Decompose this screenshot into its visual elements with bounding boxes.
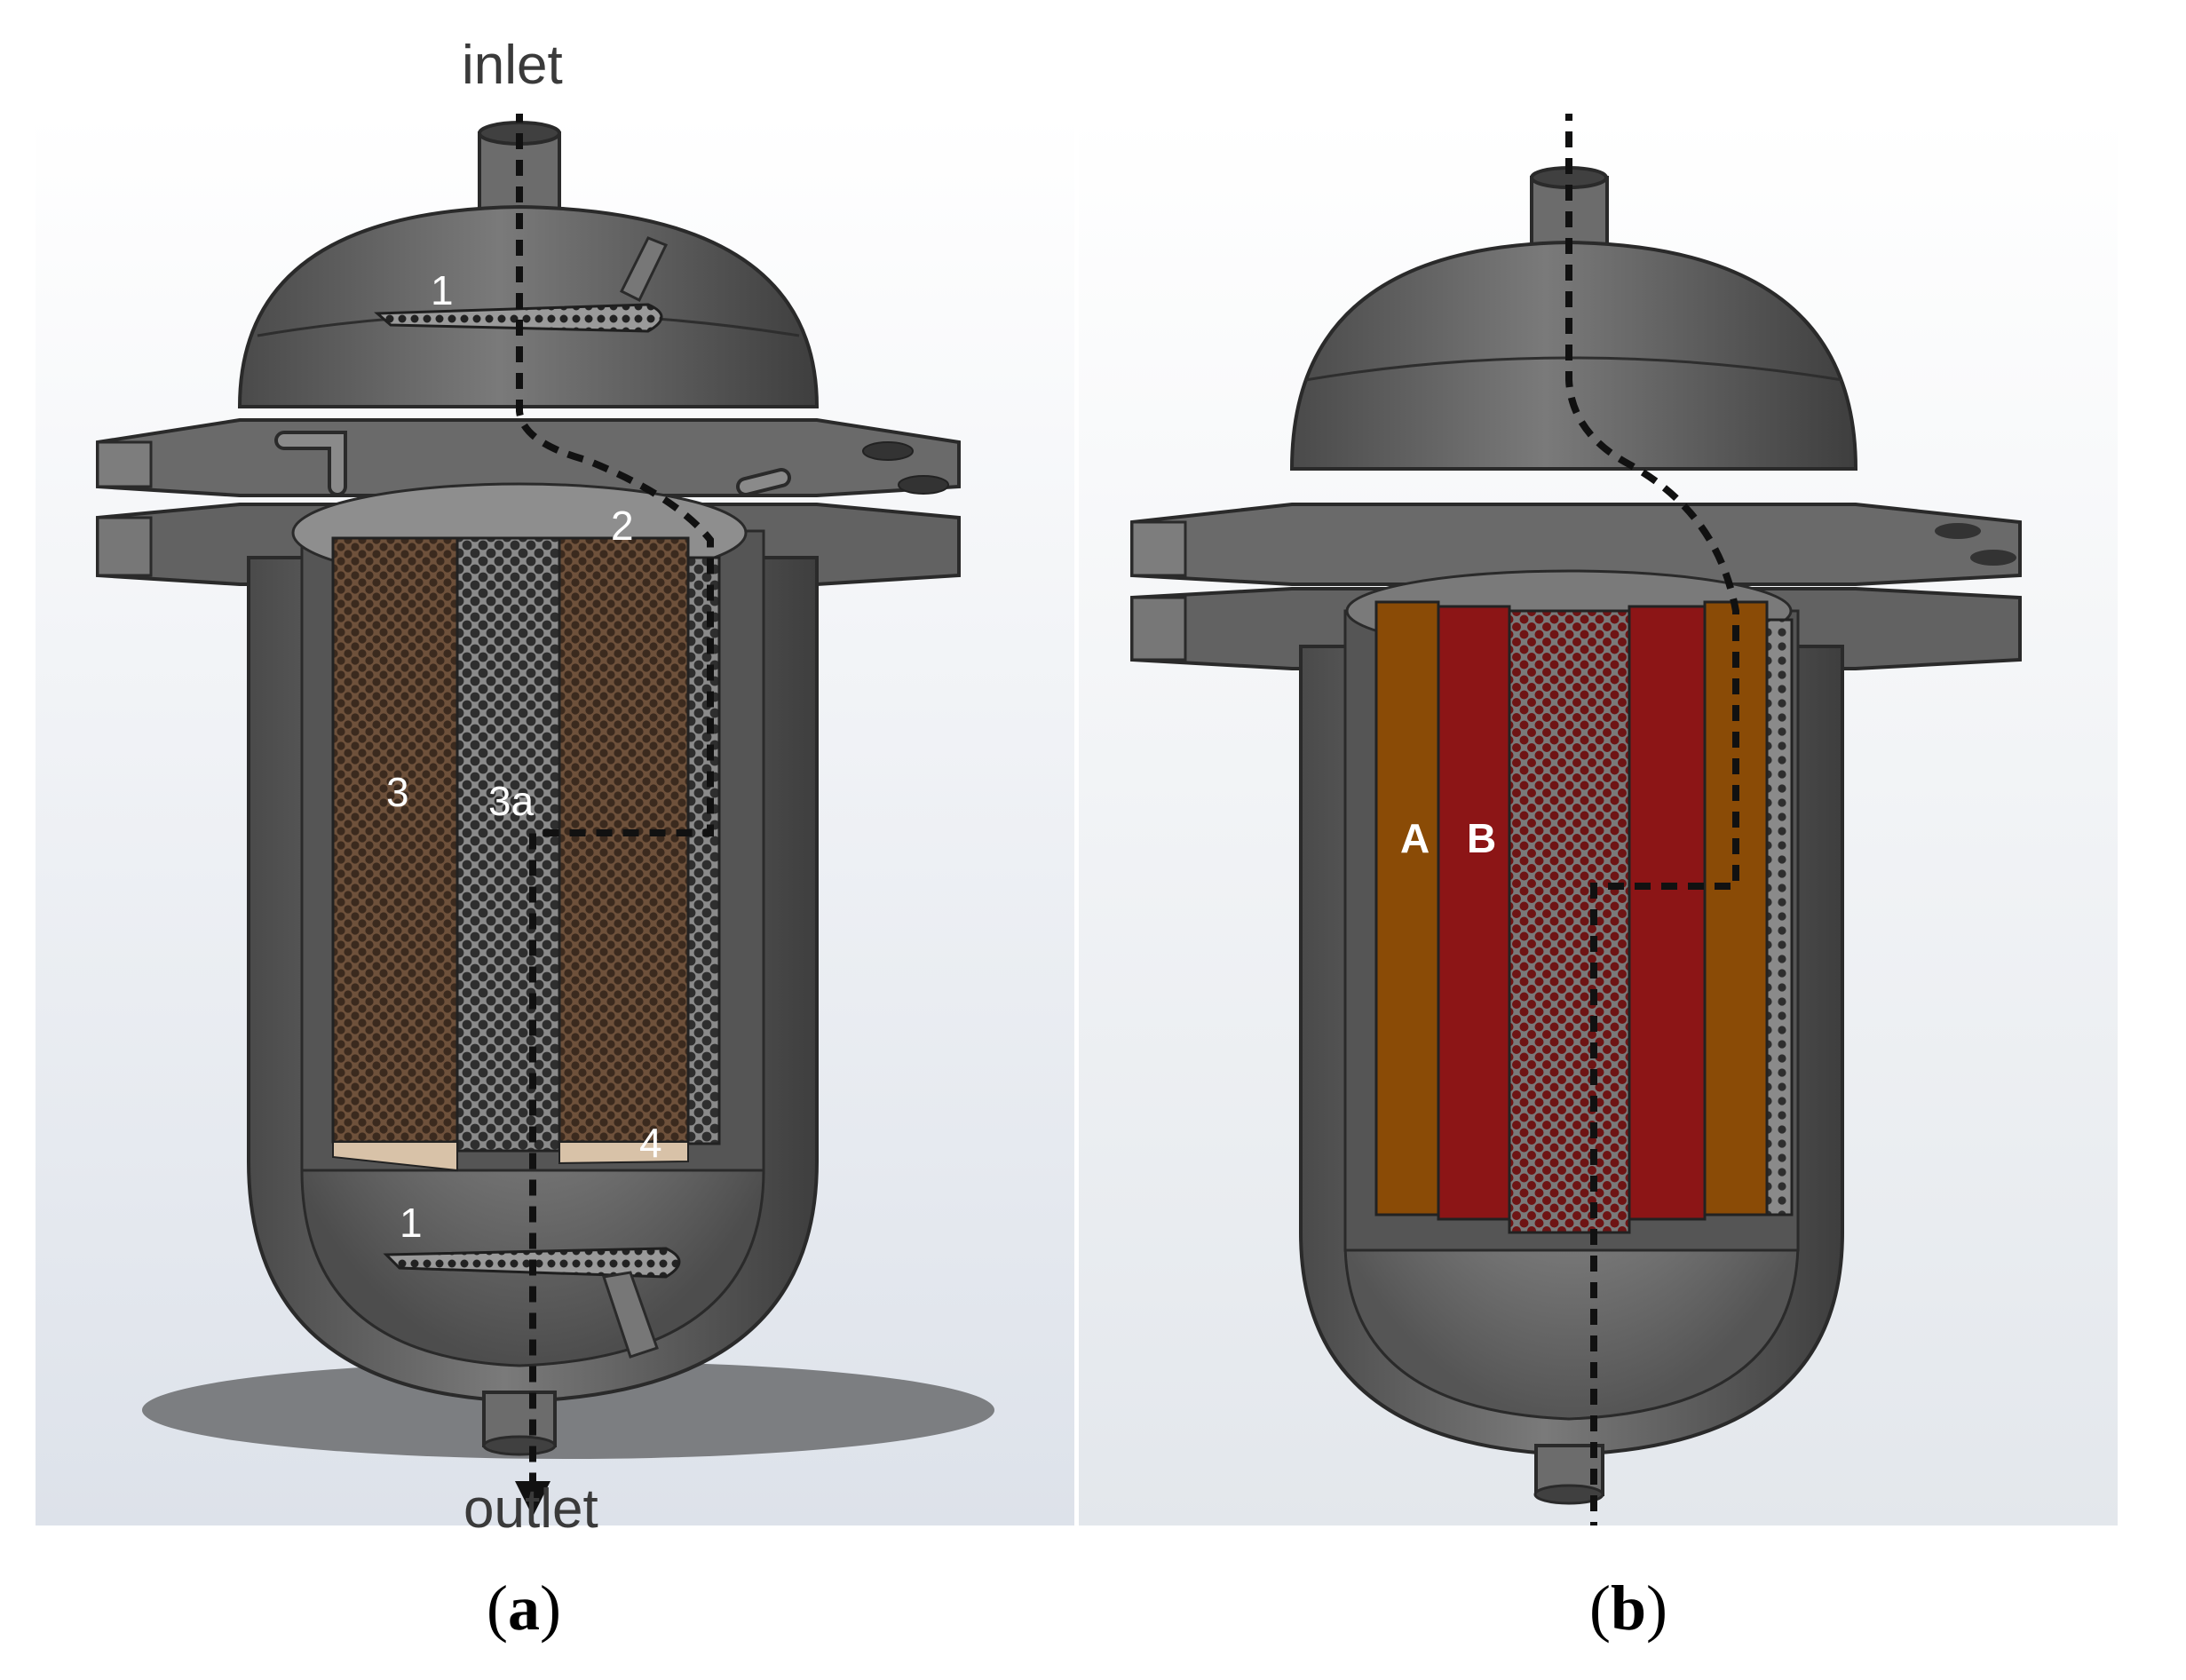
label-1-bottom: 1 (400, 1200, 423, 1246)
flow-arrow-head (515, 1481, 550, 1517)
inlet-label: inlet (462, 35, 563, 96)
outer-screen-b (1765, 618, 1794, 1216)
panel-b: A B (1079, 105, 2118, 1561)
layer-a-right (1703, 600, 1769, 1216)
upper-flange-b (1130, 503, 2022, 586)
label-a: A (1400, 815, 1430, 861)
inner-perforated-tube-b (1508, 609, 1631, 1234)
label-4: 4 (639, 1120, 662, 1166)
reactor-a-drawing: 1 2 3 3a 4 1 (36, 107, 1074, 1525)
label-3a: 3a (488, 778, 535, 824)
floor-shadow (142, 1361, 994, 1459)
top-dome (237, 204, 820, 408)
label-b: B (1467, 815, 1496, 861)
inner-perforated-tube (455, 536, 561, 1153)
caption-b: (b) (1589, 1573, 1668, 1644)
outlet-label: outlet (463, 1478, 598, 1540)
label-2: 2 (611, 503, 634, 549)
label-1-top: 1 (431, 267, 454, 313)
layer-b-left (1437, 605, 1511, 1221)
layer-a-left (1374, 600, 1440, 1216)
bottom-plate (558, 1141, 689, 1165)
outer-packing-right (558, 536, 690, 1144)
caption-a: (a) (487, 1573, 561, 1644)
panel-a: 1 2 3 3a 4 1 (36, 107, 1074, 1525)
label-3: 3 (386, 769, 409, 815)
layer-b-right (1628, 605, 1707, 1221)
top-distributor-plate (374, 303, 663, 333)
caption-a-letter: a (507, 1573, 540, 1644)
caption-b-letter: b (1610, 1573, 1647, 1644)
flow-path-arrow-b (1565, 105, 1739, 1534)
outer-screen (686, 556, 721, 1145)
reactor-b-drawing: A B (1079, 105, 2118, 1561)
flow-path-arrow (516, 107, 714, 1486)
outer-packing-left (331, 536, 459, 1144)
